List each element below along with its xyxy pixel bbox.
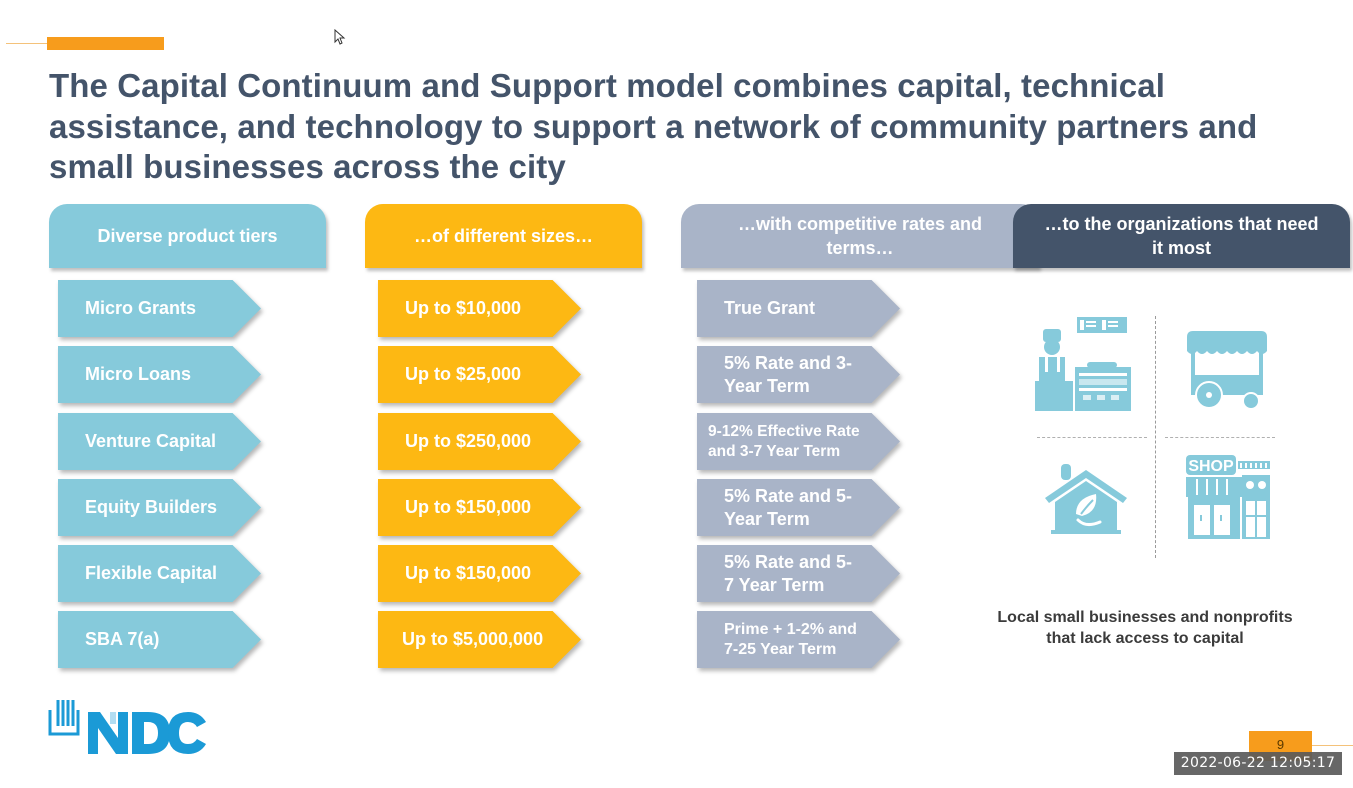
top-accent-bar (47, 37, 164, 50)
icon-grid-horizontal-divider (1037, 437, 1147, 438)
mouse-cursor-icon (334, 29, 346, 45)
rate-item: 9-12% Effective Rate and 3-7 Year Term (697, 413, 900, 470)
product-tier-item: Venture Capital (58, 413, 261, 470)
column-header-sizes: …of different sizes… (365, 204, 642, 268)
shop-sign-text: SHOP (1188, 458, 1234, 475)
size-item: Up to $10,000 (378, 280, 581, 337)
size-item: Up to $25,000 (378, 346, 581, 403)
top-accent-line (6, 43, 51, 44)
rate-item: 5% Rate and 5-7 Year Term (697, 545, 900, 602)
organizations-caption: Local small businesses and nonprofits th… (997, 609, 1293, 647)
product-tier-item: Flexible Capital (58, 545, 261, 602)
shop-storefront-icon: SHOP (1186, 455, 1270, 539)
page-accent-line (1312, 745, 1353, 746)
column-header-product-tiers: Diverse product tiers (49, 204, 326, 268)
rate-item: 5% Rate and 3-Year Term (697, 346, 900, 403)
product-tier-item: Micro Loans (58, 346, 261, 403)
restaurant-counter-icon (1035, 317, 1131, 411)
size-item: Up to $150,000 (378, 479, 581, 536)
icon-grid-vertical-divider (1155, 316, 1156, 558)
product-tier-item: Micro Grants (58, 280, 261, 337)
column-header-rates: …with competitive rates and terms… (681, 204, 1039, 268)
green-home-icon (1045, 464, 1127, 534)
icon-grid-horizontal-divider (1165, 437, 1275, 438)
rate-item: True Grant (697, 280, 900, 337)
ndc-logo (48, 700, 206, 754)
product-tier-item: Equity Builders (58, 479, 261, 536)
recording-timestamp: 2022-06-22 12:05:17 (1174, 752, 1342, 775)
size-item: Up to $150,000 (378, 545, 581, 602)
product-tier-item: SBA 7(a) (58, 611, 261, 668)
rate-item: Prime + 1-2% and 7-25 Year Term (697, 611, 900, 668)
rate-item: 5% Rate and 5-Year Term (697, 479, 900, 536)
size-item: Up to $250,000 (378, 413, 581, 470)
size-item: Up to $5,000,000 (378, 611, 581, 668)
column-header-organizations: …to the organizations that need it most (1013, 204, 1350, 268)
slide-title: The Capital Continuum and Support model … (49, 67, 1258, 185)
food-cart-icon (1187, 331, 1267, 409)
